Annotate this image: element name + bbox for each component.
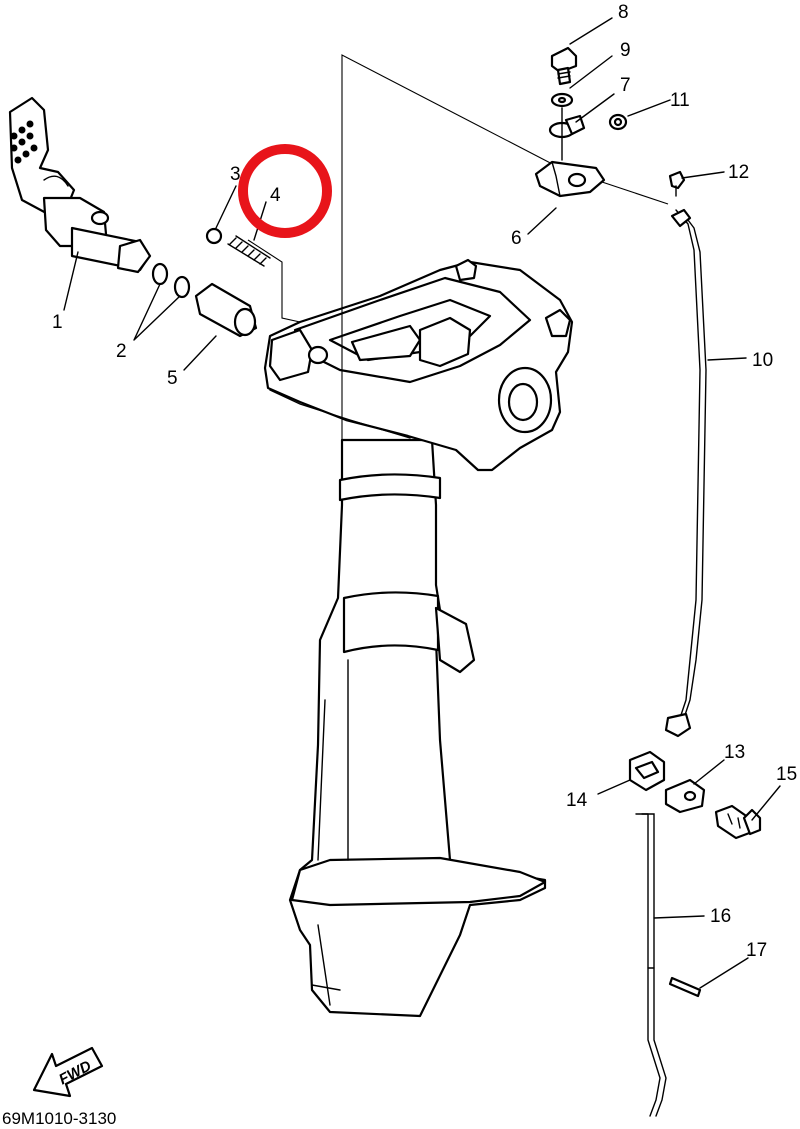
- part-label-2: 2: [116, 341, 127, 362]
- cotter-pin: [668, 170, 686, 197]
- part-label-4: 4: [270, 185, 281, 206]
- part-label-12: 12: [728, 162, 749, 183]
- part-label-15: 15: [776, 764, 797, 785]
- part-label-6: 6: [511, 228, 522, 249]
- part-label-7: 7: [620, 75, 631, 96]
- part-label-11: 11: [670, 90, 690, 111]
- shift-link-assembly: [534, 46, 628, 198]
- part-label-5: 5: [167, 368, 178, 389]
- lower-pin: [668, 976, 702, 998]
- part-label-16: 16: [710, 906, 731, 927]
- part-label-8: 8: [618, 2, 629, 23]
- diagram-code: 69M1010-3130: [2, 1109, 116, 1128]
- part-label-9: 9: [620, 40, 631, 61]
- part-label-10: 10: [752, 350, 773, 371]
- ball: [205, 227, 223, 245]
- rod-clamp: [628, 750, 762, 840]
- part-number-labels: 1 2 3 4 5 6 7 8 9 10 11 12 13 14 15 16 1…: [52, 2, 797, 961]
- bushing: [194, 282, 258, 338]
- part-label-17: 17: [746, 940, 767, 961]
- o-rings: [151, 262, 191, 299]
- spring: [227, 235, 271, 267]
- part-label-1: 1: [52, 312, 63, 333]
- part-label-14: 14: [566, 790, 588, 811]
- highlight-circle: [238, 144, 332, 238]
- upper-casing: [263, 258, 574, 472]
- part-label-3: 3: [230, 164, 241, 185]
- fwd-arrow: FWD: [32, 1046, 104, 1098]
- lower-shift-rod: [635, 813, 667, 1117]
- drive-shaft-housing: [288, 438, 547, 1018]
- shift-lever: [8, 96, 152, 274]
- leader-lines: [63, 17, 781, 989]
- part-label-13: 13: [724, 742, 745, 763]
- shift-rod: [664, 208, 707, 738]
